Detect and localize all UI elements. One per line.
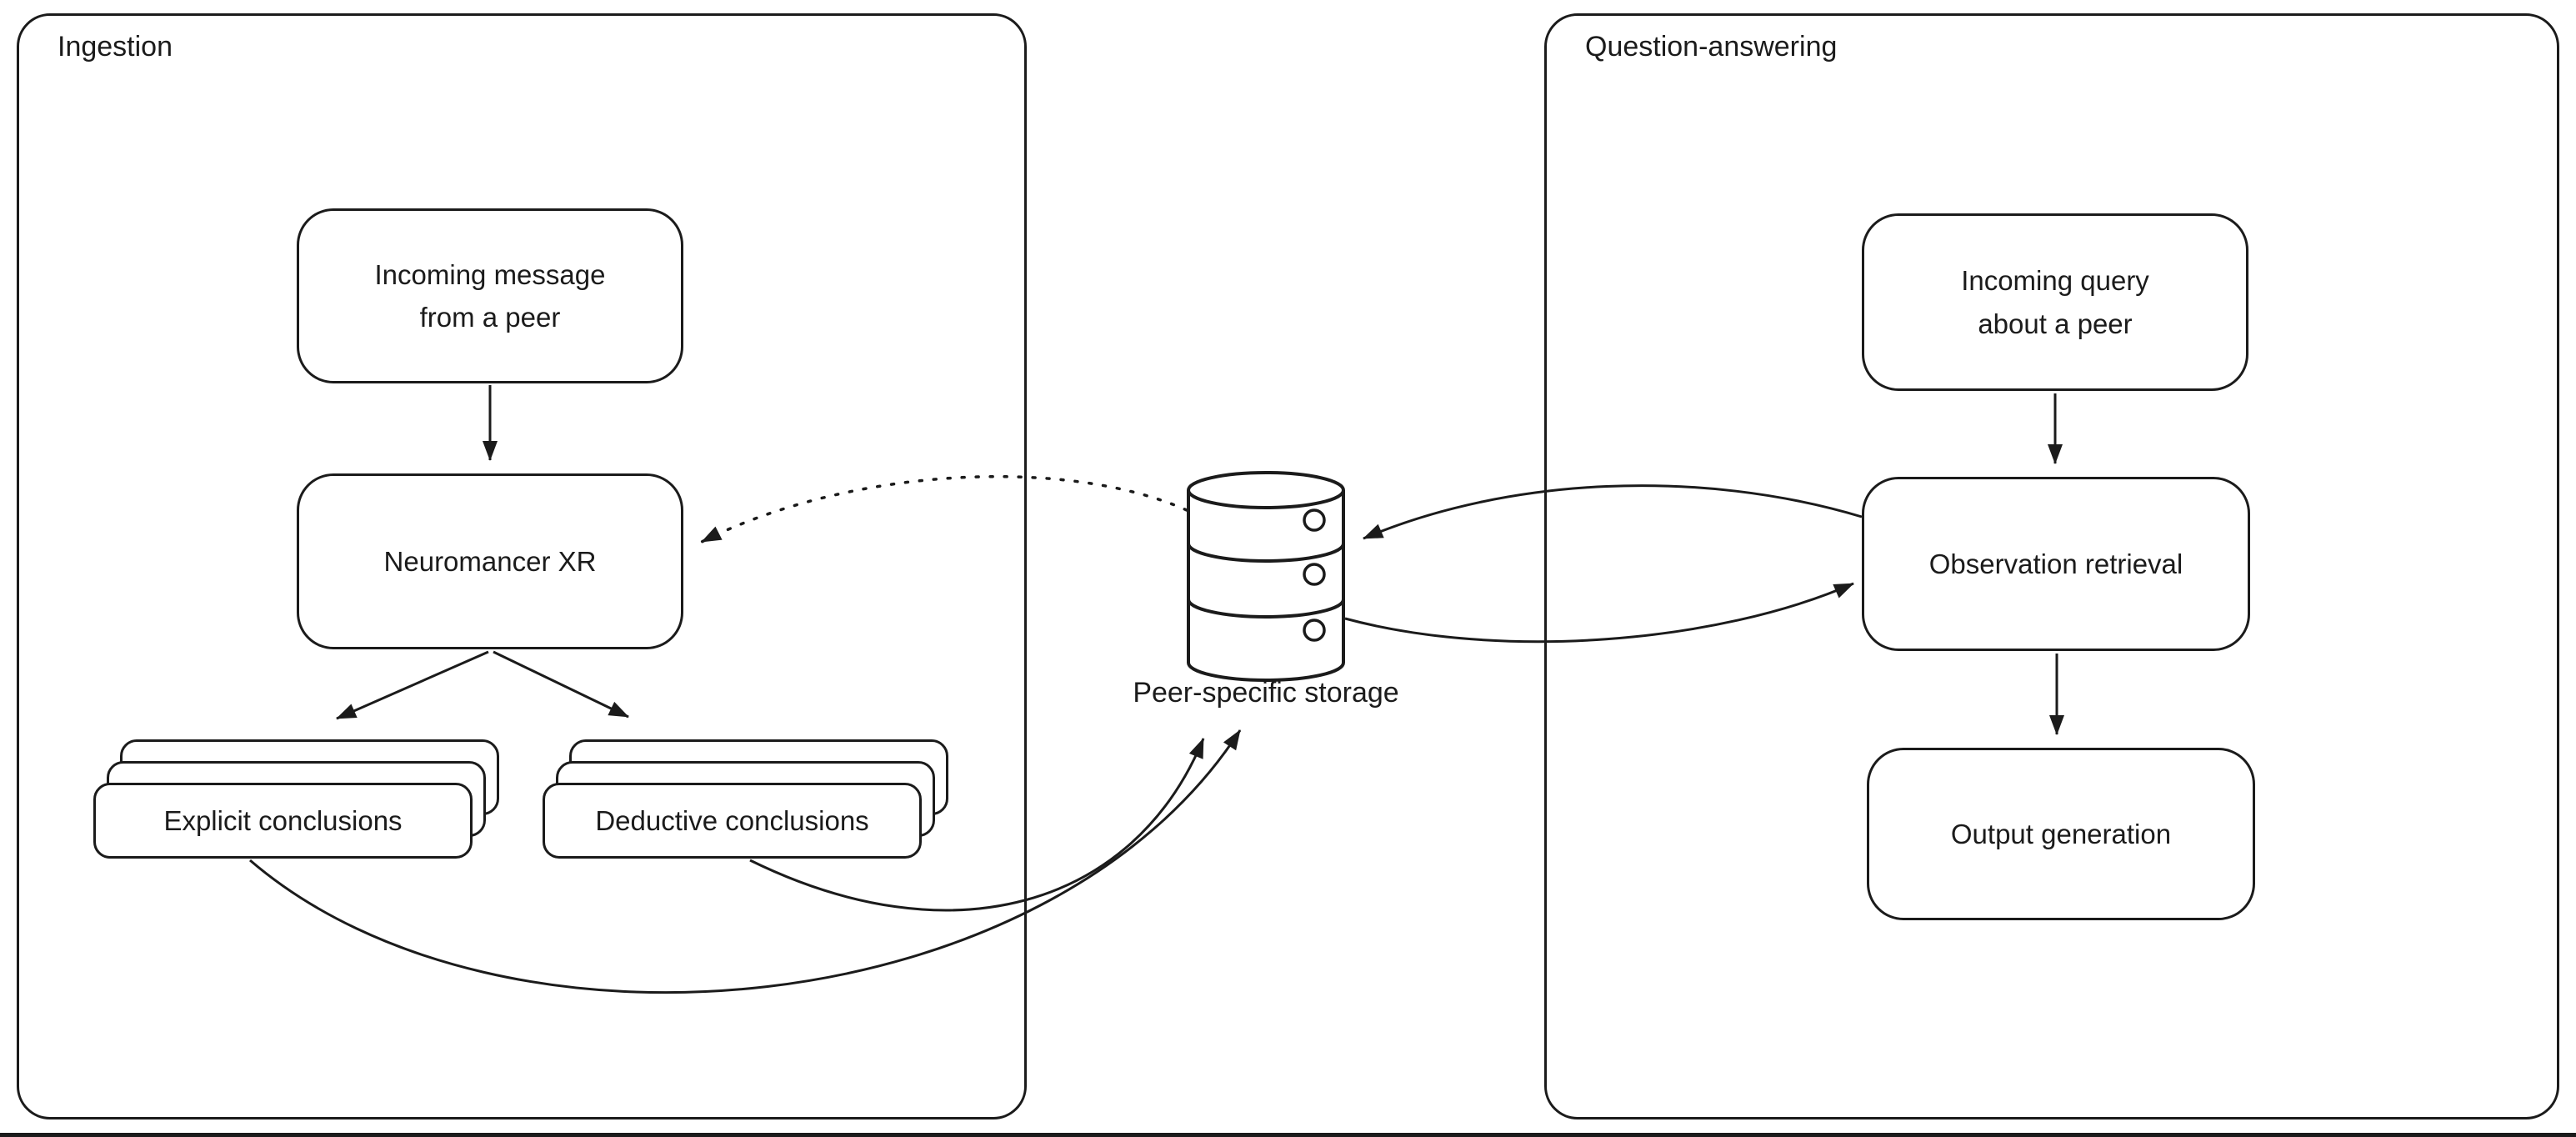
- edge-observation-to-storage: [1363, 484, 1863, 540]
- group-ingestion: Ingestion: [17, 13, 1027, 1119]
- group-question-answering-label: Question-answering: [1585, 31, 1838, 63]
- stack-front-card: Explicit conclusions: [93, 783, 473, 859]
- node-incoming-query: Incoming query about a peer: [1862, 213, 2248, 391]
- node-deductive-conclusions-label: Deductive conclusions: [595, 804, 869, 836]
- edge-storage-to-neuromancer: [700, 475, 1188, 543]
- group-question-answering: Question-answering: [1544, 13, 2559, 1119]
- node-observation-retrieval-label: Observation retrieval: [1928, 548, 2183, 579]
- node-observation-retrieval: Observation retrieval: [1862, 477, 2250, 651]
- node-deductive-conclusions: Deductive conclusions: [543, 739, 948, 859]
- node-explicit-conclusions-label: Explicit conclusions: [163, 804, 403, 836]
- peer-storage-label: Peer-specific storage: [1133, 677, 1399, 709]
- edge-deductive-to-storage: [749, 738, 1205, 912]
- node-incoming-message: Incoming message from a peer: [297, 208, 683, 383]
- stack-front-card: Deductive conclusions: [543, 783, 922, 859]
- node-output-generation: Output generation: [1867, 748, 2255, 920]
- group-ingestion-label: Ingestion: [58, 31, 173, 63]
- edge-explicit-to-storage: [249, 729, 1242, 994]
- node-neuromancer-xr: Neuromancer XR: [297, 473, 683, 649]
- edge-neuromancer-to-explicit: [336, 650, 489, 720]
- edge-neuromancer-to-deductive: [493, 650, 629, 719]
- node-neuromancer-xr-label: Neuromancer XR: [383, 545, 597, 577]
- node-output-generation-label: Output generation: [1950, 818, 2172, 849]
- node-incoming-message-label: Incoming message from a peer: [374, 258, 606, 333]
- node-incoming-query-label: Incoming query about a peer: [1961, 265, 2149, 339]
- window-bottom-edge: [0, 1133, 2576, 1137]
- edge-storage-to-observation: [1344, 582, 1854, 644]
- node-explicit-conclusions: Explicit conclusions: [93, 739, 499, 859]
- database-icon: [1187, 471, 1345, 682]
